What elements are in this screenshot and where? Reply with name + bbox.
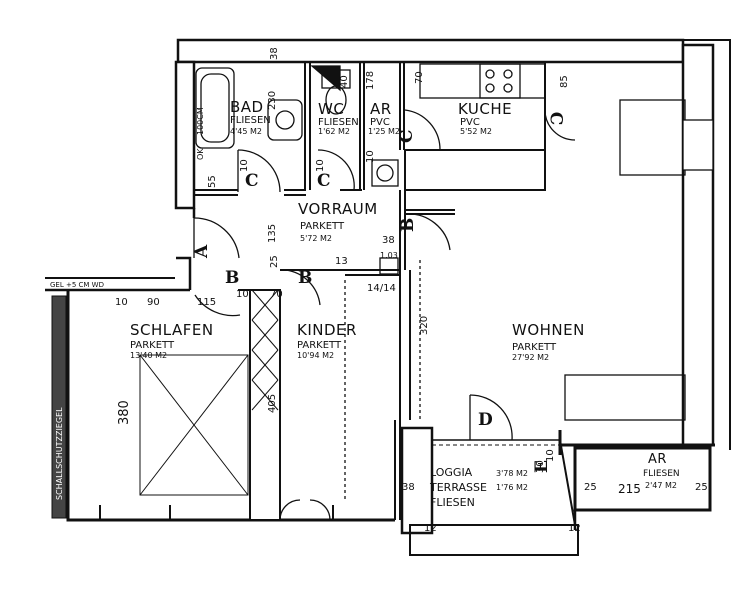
room-kuche-name: KUCHE xyxy=(458,100,513,118)
room-wohnen-name: WOHNEN xyxy=(512,321,585,339)
room-wc-area: 1'62 M2 xyxy=(318,127,351,136)
room-kuche-floor: PVC xyxy=(460,117,480,128)
crosshatch-shaft xyxy=(251,289,279,411)
room-wohnen-floor: PARKETT xyxy=(512,342,557,353)
dim-13: 13 xyxy=(335,256,348,267)
dim-135: 135 xyxy=(267,223,278,243)
dim-38-b: 38 xyxy=(382,235,395,246)
dim-320: 320 xyxy=(419,315,430,335)
wohnen-table xyxy=(564,374,686,421)
room-ar1-area: 1'25 M2 xyxy=(368,127,401,136)
door-b3-label: B xyxy=(398,217,418,232)
window-right xyxy=(682,119,714,171)
boiler xyxy=(371,159,399,187)
room-wohnen-area: 27'92 M2 xyxy=(512,353,550,362)
door-c3-label: C xyxy=(397,129,417,143)
room-wc-floor: FLIESEN xyxy=(318,117,359,128)
room-loggia-line3: FLIESEN xyxy=(430,496,475,509)
room-schlafen-floor: PARKETT xyxy=(130,340,175,351)
dim-230: 230 xyxy=(267,90,278,110)
dim-10-e: 10 xyxy=(236,289,249,300)
dim-380: 380 xyxy=(117,400,132,425)
door-b1-label: B xyxy=(225,268,240,288)
dim-10-c: 10 xyxy=(365,150,376,163)
room-vorraum-area: 5'72 M2 xyxy=(300,234,333,243)
dim-405: 405 xyxy=(267,393,278,413)
dim-10-b: 10 xyxy=(315,159,326,172)
interior-walls xyxy=(194,62,546,521)
room-schlafen-area: 13'40 M2 xyxy=(130,351,168,360)
outer-walls xyxy=(45,38,731,556)
room-ar1-floor: PVC xyxy=(370,117,390,128)
bedroom-beds xyxy=(139,354,249,496)
dim-12-a: 12 xyxy=(424,523,437,534)
dim-100cm: 100CM xyxy=(196,107,205,135)
dim-25-c: 25 xyxy=(695,482,708,493)
note-wall: SCHALLSCHUTZZIEGEL xyxy=(55,407,64,500)
dim-70-b: 70 xyxy=(270,289,283,300)
dim-10-a: 10 xyxy=(239,159,250,172)
dim-115: 115 xyxy=(197,297,217,308)
room-loggia-area2: 1'76 M2 xyxy=(496,483,529,492)
room-bad-area: 4'45 M2 xyxy=(230,127,263,136)
door-c2-label: C xyxy=(317,171,331,191)
door-c1-label: C xyxy=(245,171,259,191)
dim-215: 215 xyxy=(618,482,641,496)
note-gel: GEL +5 CM WD xyxy=(50,281,104,289)
door-c4-label: C xyxy=(545,111,566,126)
room-ar2-name: AR xyxy=(648,452,667,467)
room-loggia-line1: LOGGIA xyxy=(430,466,473,479)
dim-40: 40 xyxy=(339,75,350,88)
dim-55: 55 xyxy=(207,175,218,188)
room-vorraum-floor: PARKETT xyxy=(300,221,345,232)
dim-38-top: 38 xyxy=(269,47,280,60)
dim-85: 85 xyxy=(559,75,570,88)
dim-ok: OK xyxy=(196,148,205,160)
stove xyxy=(479,63,521,99)
room-wc-name: WC xyxy=(318,100,345,118)
room-bad-floor: FLIESEN xyxy=(230,115,271,126)
room-kuche-area: 5'52 M2 xyxy=(460,127,493,136)
room-ar2-floor: FLIESEN xyxy=(643,469,680,479)
room-loggia-area1: 3'78 M2 xyxy=(496,469,529,478)
room-ar2-area: 2'47 M2 xyxy=(645,481,678,490)
door-a-label: A xyxy=(192,244,212,258)
room-kinder-area: 10'94 M2 xyxy=(297,351,335,360)
dim-70: 70 xyxy=(414,71,425,84)
bathtub xyxy=(195,67,235,149)
dim-25: 25 xyxy=(269,255,280,268)
dim-90: 90 xyxy=(147,297,160,308)
dim-1-03: 1.03 xyxy=(380,251,398,260)
dim-178: 178 xyxy=(365,70,376,90)
door-d-label: D xyxy=(478,410,493,430)
room-ar1-name: AR xyxy=(370,100,392,118)
dim-14-14: 14/14 xyxy=(367,283,396,294)
dim-38-c: 38 xyxy=(402,482,415,493)
dim-12-b: 12 xyxy=(568,523,581,534)
door-b2-label: B xyxy=(298,268,313,288)
room-kinder-floor: PARKETT xyxy=(297,340,342,351)
door-swings xyxy=(193,109,576,521)
dim-10-f: 10 xyxy=(545,449,556,462)
room-kinder-name: KINDER xyxy=(297,321,357,339)
room-vorraum-name: VORRAUM xyxy=(298,200,378,218)
dim-10-d: 10 xyxy=(115,297,128,308)
dim-25-b: 25 xyxy=(584,482,597,493)
dim-30: 30 xyxy=(535,460,546,473)
fixtures xyxy=(195,63,714,500)
room-schlafen-name: SCHLAFEN xyxy=(130,321,214,339)
room-bad-name: BAD xyxy=(230,98,264,116)
room-loggia-line2: TERRASSE xyxy=(430,481,487,494)
washbasin xyxy=(267,99,303,141)
